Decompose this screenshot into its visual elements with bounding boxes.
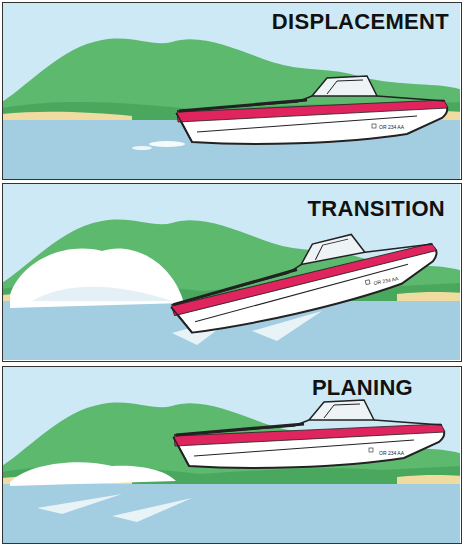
registration-number: OR 234 AA: [379, 124, 404, 130]
stage-title: PLANING: [312, 375, 413, 401]
stage-panel: DISPLACEMENT: [2, 2, 462, 180]
stage-title: DISPLACEMENT: [272, 9, 449, 35]
registration-number: OR 234 AA: [379, 450, 404, 456]
stage-title: TRANSITION: [308, 196, 445, 222]
stage-panel: TRANSITION: [2, 183, 462, 362]
